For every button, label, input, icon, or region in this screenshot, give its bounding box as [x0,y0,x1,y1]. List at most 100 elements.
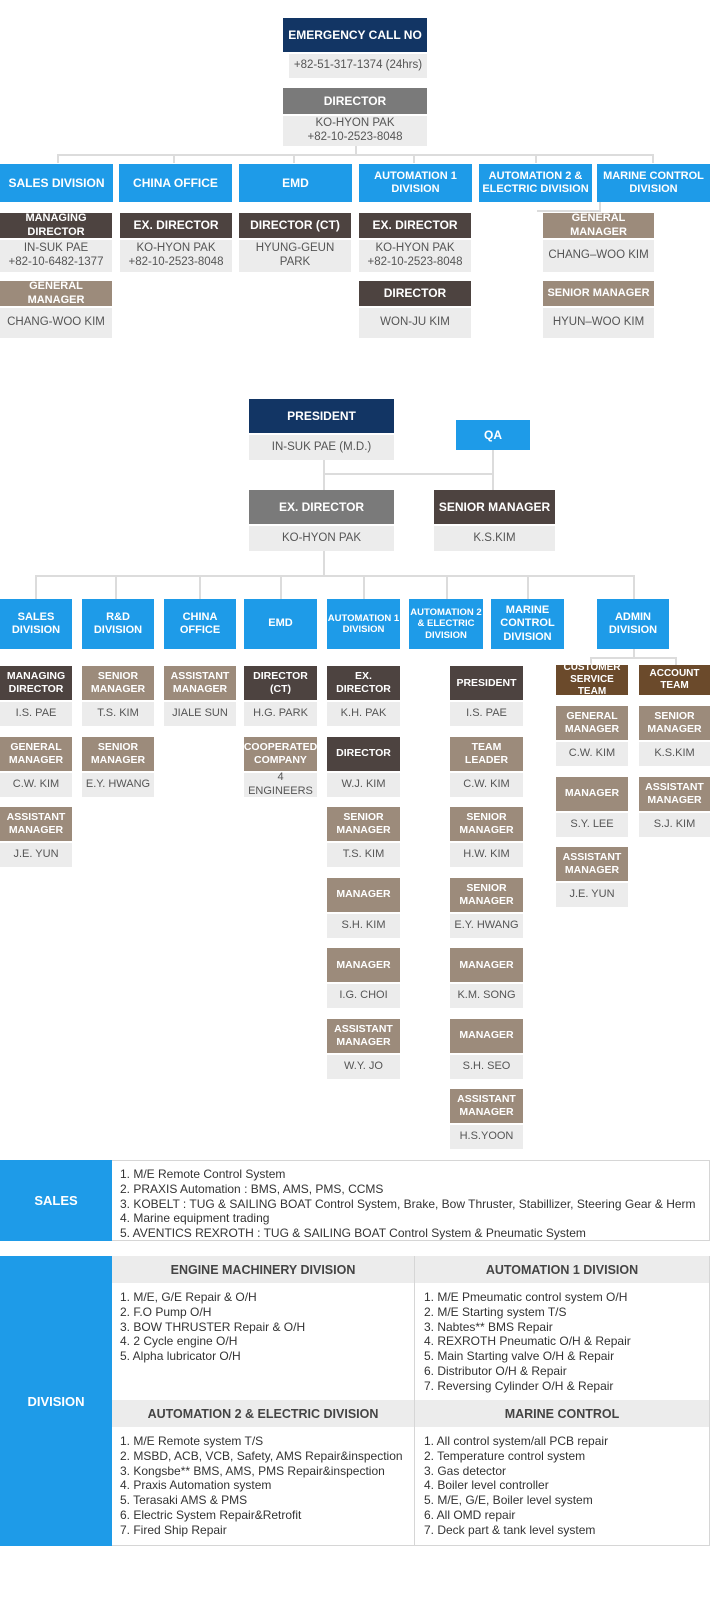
division-sales: SALES DIVISION [0,599,72,649]
person-name: KO-HYON PAK +82-10-2523-8048 [359,240,471,272]
position-title: SENIOR MANAGER [82,736,154,771]
list-item: 3. Gas detector [424,1463,507,1478]
position-title: MANAGER [556,776,628,811]
division-admin: ADMIN DIVISION [597,599,669,649]
director-name: KO-HYON PAK +82-10-2523-8048 [283,116,427,146]
list-item: 4. Boiler level controller [424,1478,549,1493]
person-name: HYUN–WOO KIM [543,308,654,338]
person-name: C.W. KIM [0,772,72,797]
list-item: 5. Alpha lubricator O/H [120,1349,241,1364]
senior-manager-title: SENIOR MANAGER [434,490,555,524]
division-emd: EMD [244,599,317,649]
list-item: 4. Praxis Automation system [120,1478,272,1493]
engine-division-title: ENGINE MACHINERY DIVISION [112,1256,414,1283]
account-team: ACCOUNT TEAM [639,665,710,695]
person-name: CHANG–WOO KIM [543,240,654,272]
position-title: PRESIDENT [450,666,523,700]
person-name: K.H. PAK [327,702,400,726]
sales-table-label: SALES [0,1160,112,1241]
position-title: ASSISTANT MANAGER [327,1018,400,1053]
person-name: H.G. PARK [244,702,317,726]
division-automation-2: AUTOMATION 2 & ELECTRIC DIVISION [409,599,483,649]
person-name: T.S. KIM [327,843,400,867]
position-title: MANAGING DIRECTOR [0,212,112,238]
position-title: GENERAL MANAGER [543,212,654,238]
person-name: K.M. SONG [450,984,523,1008]
position-title: MANAGING DIRECTOR [0,666,72,700]
position-title: ASSISTANT MANAGER [639,776,710,811]
list-item: 2. PRAXIS Automation : BMS, AMS, PMS, CC… [120,1181,384,1196]
list-item: 6. Distributor O/H & Repair [424,1363,567,1378]
person-name: HYUNG-GEUN PARK [239,240,351,272]
position-title: SENIOR MANAGER [543,281,654,306]
person-name: IN-SUK PAE +82-10-6482-1377 [0,240,112,272]
person-name: S.J. KIM [639,812,710,837]
position-title: EX. DIRECTOR [359,213,471,238]
list-item: 1. M/E Remote Control System [120,1167,286,1181]
marine-control-title: MARINE CONTROL [415,1400,709,1427]
person-name: C.W. KIM [450,772,523,797]
position-title: EX. DIRECTOR [120,213,232,238]
president-title: PRESIDENT [249,399,394,433]
list-item: 3. Nabtes** BMS Repair [424,1319,553,1334]
division-table-label: DIVISION [0,1256,112,1546]
position-title: GENERAL MANAGER [0,736,72,771]
position-title: SENIOR MANAGER [450,807,523,841]
position-title: ASSISTANT MANAGER [0,807,72,841]
person-name: C.W. KIM [556,742,628,766]
position-title: SENIOR MANAGER [327,807,400,841]
emergency-call-title: EMERGENCY CALL NO [283,18,427,52]
list-item: 1. M/E, G/E Repair & O/H [120,1290,257,1304]
person-name: S.Y. LEE [556,812,628,837]
list-item: 5. AVENTICS REXROTH : TUG & SAILING BOAT… [120,1226,586,1241]
list-item: 2. Temperature control system [424,1448,586,1463]
position-title: GENERAL MANAGER [0,280,112,306]
list-item: 5. M/E, G/E, Boiler level system [424,1493,593,1508]
person-name: H.S.YOON [450,1125,523,1149]
position-title: DIRECTOR (CT) [239,213,351,238]
list-item: 5. Terasaki AMS & PMS [120,1493,248,1508]
person-name: S.H. KIM [327,913,400,938]
president-name: IN-SUK PAE (M.D.) [249,435,394,460]
position-title: SENIOR MANAGER [639,706,710,740]
person-name: W.J. KIM [327,772,400,797]
list-item: 7. Reversing Cylinder O/H & Repair [424,1378,614,1393]
division-china-office: CHINA OFFICE [119,164,232,202]
position-title: DIRECTOR [327,736,400,771]
list-item: 6. Electric System Repair&Retrofit [120,1507,302,1522]
automation-2-title: AUTOMATION 2 & ELECTRIC DIVISION [112,1400,414,1427]
person-name: WON-JU KIM [359,308,471,338]
position-title: ASSISTANT MANAGER [450,1089,523,1123]
division-emd: EMD [239,164,352,202]
position-title: DIRECTOR (CT) [244,666,317,700]
position-title: TEAM LEADER [450,736,523,771]
division-sales: SALES DIVISION [0,164,113,202]
person-name: W.Y. JO [327,1054,400,1079]
position-title: DIRECTOR [359,281,471,306]
position-title: SENIOR MANAGER [450,877,523,912]
position-title: MANAGER [327,877,400,912]
division-automation-1: AUTOMATION 1 DIVISION [359,164,472,202]
automation-1-title: AUTOMATION 1 DIVISION [415,1256,709,1283]
position-title: MANAGER [450,1018,523,1053]
person-name: KO-HYON PAK +82-10-2523-8048 [120,240,232,272]
division-automation-2: AUTOMATION 2 & ELECTRIC DIVISION [479,164,592,202]
customer-service-team: CUSTOMER SERVICE TEAM [556,662,628,697]
director-title: DIRECTOR [283,88,427,114]
list-item: 2. F.O Pump O/H [120,1304,212,1319]
position-title: GENERAL MANAGER [556,706,628,740]
person-name: 4 ENGINEERS [244,771,317,797]
ex-director-name: KO-HYON PAK [249,526,394,551]
list-item: 3. Kongsbe** BMS, AMS, PMS Repair&inspec… [120,1463,385,1478]
person-name: K.S.KIM [639,742,710,766]
division-marine-control: MARINE CONTROL DIVISION [491,599,564,649]
position-title: COOPERATED COMPANY [244,736,317,771]
position-title: SENIOR MANAGER [82,666,154,700]
person-name: CHANG-WOO KIM [0,308,112,338]
division-automation-1: AUTOMATION 1 DIVISION [327,599,400,649]
sales-list: 1. M/E Remote Control System 2. PRAXIS A… [120,1167,708,1241]
position-title: ASSISTANT MANAGER [164,666,236,700]
